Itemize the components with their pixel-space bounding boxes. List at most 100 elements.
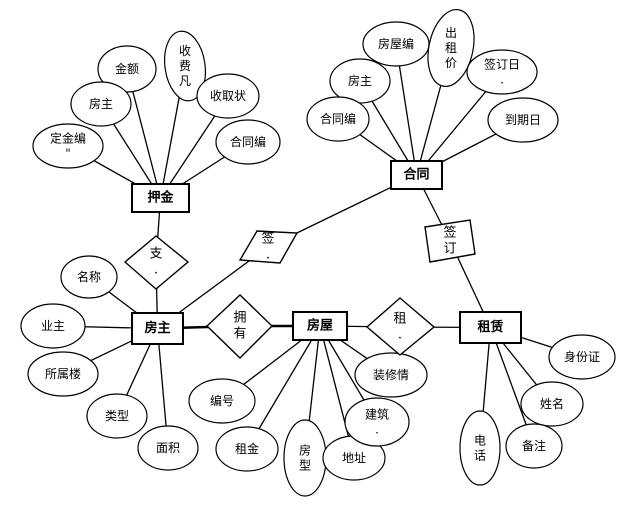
relationship-diamond	[205, 294, 273, 359]
attribute-house_building-label: 建筑	[365, 407, 389, 422]
attribute-house_building-label: .	[375, 423, 379, 437]
attribute-rental_phone: 电话	[459, 410, 501, 486]
attribute-house_rent: 租金	[215, 426, 279, 472]
entity-house-label: 房屋	[307, 318, 333, 334]
relationship-sign_left-label: 签	[261, 231, 274, 247]
entity-deposit: 押金	[131, 183, 190, 213]
entity-box	[390, 160, 443, 190]
attribute-contract_due_date-label: 到期日	[505, 113, 541, 127]
attribute-contract_due_date: 到期日	[487, 97, 559, 143]
attribute-rental_name: 姓名	[520, 381, 584, 427]
attribute-house_building: 建筑.	[344, 397, 410, 447]
attribute-ellipse	[548, 334, 616, 380]
relationship-diamond	[365, 297, 436, 356]
attribute-contract_rent-label: 出	[445, 26, 457, 40]
attribute-ellipse	[70, 81, 132, 127]
entity-house: 房屋	[292, 311, 348, 341]
attribute-landlord_type-label: 类型	[105, 409, 129, 423]
relationship-own: 拥有	[205, 294, 273, 359]
attribute-house_type-label: 房	[299, 443, 311, 458]
attribute-house_no: 编号	[188, 378, 256, 424]
attribute-house_decor-label: 装修情	[373, 367, 409, 382]
relationship-sign_right-label: 签	[443, 225, 456, 241]
attribute-deposit_status: 收取状	[196, 73, 260, 119]
attribute-contract_house_no-label: 房屋编	[378, 36, 414, 51]
attribute-deposit_landlord-label: 房主	[89, 96, 113, 111]
attribute-landlord_owner: 业主	[20, 303, 86, 349]
attribute-contract_rent-label: 租	[445, 41, 457, 55]
attribute-rental_id-label: 身份证	[564, 349, 600, 364]
attribute-house_type-label: 型	[299, 459, 311, 473]
attribute-rental_id: 身份证	[548, 334, 616, 380]
attribute-house_type: 房型	[283, 419, 327, 497]
attribute-landlord_name: 名称	[60, 255, 118, 299]
attribute-contract_landlord-label: 房主	[348, 73, 372, 88]
attribute-ellipse	[20, 303, 86, 349]
relationship-own-label: 有	[233, 327, 246, 342]
attribute-deposit_receipt-label: 凡	[179, 74, 191, 88]
attribute-deposit_no: 定金编"	[32, 123, 104, 169]
relationship-pay: 支.	[123, 235, 190, 290]
attribute-contract_landlord: 房主	[329, 58, 391, 104]
relationship-rent-label: 租	[393, 312, 406, 327]
relationship-pay-label: 支	[149, 247, 162, 262]
attribute-ellipse	[505, 423, 563, 469]
entity-box	[292, 311, 348, 341]
entity-box	[131, 183, 190, 213]
relationship-rent: 租.	[365, 297, 436, 356]
attribute-contract_house_no: 房屋编	[362, 21, 430, 67]
relationship-rent-label: .	[398, 328, 402, 343]
attribute-house_no-label: 编号	[210, 393, 234, 408]
attribute-landlord_area: 面积	[137, 425, 199, 471]
attribute-ellipse	[27, 351, 99, 397]
relationship-own-label: 拥	[233, 311, 246, 326]
attribute-landlord_building-label: 所属楼	[45, 366, 81, 381]
attribute-contract_no: 合同编	[306, 96, 370, 142]
attribute-ellipse	[459, 410, 501, 486]
attribute-ellipse	[215, 119, 281, 165]
attribute-house_address: 地址	[322, 435, 386, 481]
entity-rental-label: 租赁	[477, 319, 503, 335]
attribute-contract_sign_date-label: 签订日	[484, 57, 520, 72]
entity-contract-label: 合同	[403, 167, 429, 183]
attribute-ellipse	[188, 378, 256, 424]
attribute-ellipse	[164, 30, 206, 102]
relationship-diamond	[424, 219, 476, 263]
attribute-house_decor: 装修情	[354, 352, 428, 398]
relationship-sign_right: 签订	[424, 219, 476, 263]
attribute-ellipse	[344, 397, 410, 447]
attribute-deposit_no-label: "	[65, 147, 71, 161]
attribute-ellipse	[86, 393, 148, 439]
entity-contract: 合同	[390, 160, 443, 190]
attribute-deposit_receipt-label: 费	[179, 59, 191, 73]
entity-landlord: 房主	[131, 312, 184, 345]
attribute-contract_sign_date-label: .	[500, 73, 504, 87]
attribute-landlord_name-label: 名称	[77, 269, 101, 284]
attribute-ellipse	[196, 73, 260, 119]
relationship-diamond	[238, 230, 299, 264]
entity-rental: 租赁	[459, 311, 522, 344]
attribute-ellipse	[427, 8, 475, 88]
entity-box	[131, 312, 184, 345]
relationship-sign_left-label: .	[266, 248, 270, 263]
attribute-deposit_contract_no: 合同编	[215, 119, 281, 165]
attribute-ellipse	[487, 97, 559, 143]
diagram-nodes: 金额房主收费凡收取状定金编"合同编房屋编出租价房主签订日.合同编到期日名称业主所…	[20, 8, 616, 497]
relationship-sign_right-label: 订	[443, 242, 456, 257]
attribute-ellipse	[32, 123, 104, 169]
attribute-rental_phone-label: 电	[474, 434, 486, 448]
relationship-pay-label: .	[154, 263, 158, 278]
attribute-landlord_area-label: 面积	[156, 441, 180, 455]
relationship-sign_left: 签.	[238, 230, 299, 264]
entity-deposit-label: 押金	[147, 190, 174, 206]
relationship-diamond	[123, 235, 190, 290]
attribute-contract_rent-label: 价	[445, 56, 457, 70]
attribute-landlord_owner-label: 业主	[41, 319, 65, 333]
attribute-deposit_status-label: 收取状	[210, 89, 246, 103]
attribute-rental_name-label: 姓名	[540, 396, 564, 411]
entity-landlord-label: 房主	[144, 320, 170, 336]
attribute-rental_note: 备注	[505, 423, 563, 469]
attribute-landlord_building: 所属楼	[27, 351, 99, 397]
attribute-ellipse	[60, 255, 118, 299]
